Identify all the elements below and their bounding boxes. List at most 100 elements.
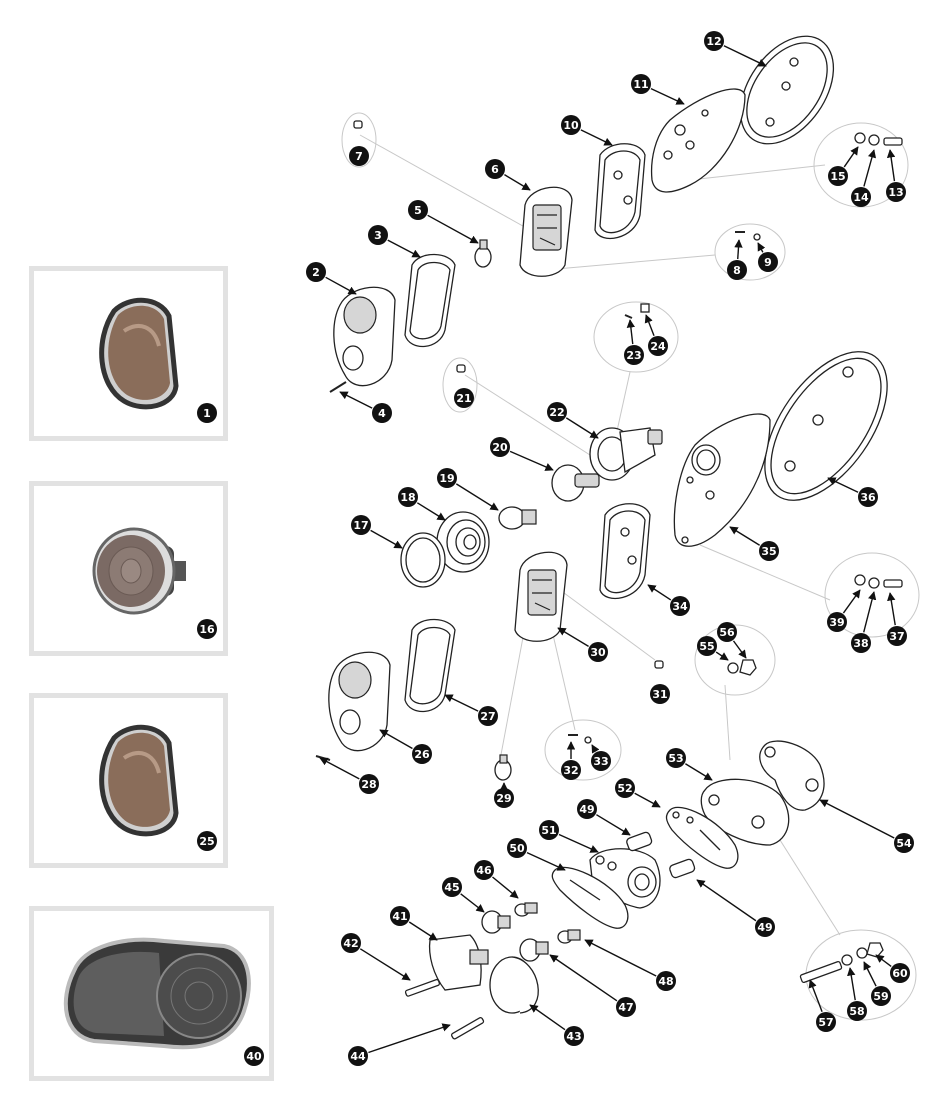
leader-line-54: [819, 799, 895, 839]
callout-marker: [398, 487, 418, 507]
callout-11: 11: [631, 74, 651, 94]
callout-58: 58: [847, 1001, 867, 1021]
oval-rear-lamp-photo-icon: [63, 937, 251, 1050]
part-32-33: [568, 734, 592, 744]
callout-marker: [197, 619, 217, 639]
leader-line-34: [647, 584, 672, 601]
callout-56: 56: [717, 622, 737, 642]
callout-26: 26: [412, 744, 432, 764]
callout-label: 29: [496, 792, 511, 805]
leader-line-52: [634, 792, 661, 808]
callout-label: 55: [699, 640, 714, 653]
part-8-9-screws: [735, 231, 761, 241]
callout-label: 40: [246, 1050, 262, 1063]
callout-32: 32: [561, 760, 581, 780]
callout-48: 48: [656, 971, 676, 991]
part-52-bracket: [665, 806, 739, 869]
callouts: 1234567891011121314151617181920212223242…: [197, 31, 914, 1066]
callout-marker: [847, 1001, 867, 1021]
leader-line-23: [626, 319, 636, 345]
callout-label: 18: [400, 491, 415, 504]
callout-marker: [306, 262, 326, 282]
callout-marker: [485, 159, 505, 179]
leader-line-41: [408, 921, 438, 941]
callout-label: 52: [617, 782, 632, 795]
part-11-plinth: [650, 88, 746, 193]
callout-27: 27: [478, 706, 498, 726]
callout-marker: [494, 788, 514, 808]
callout-label: 45: [444, 881, 459, 894]
callout-label: 20: [492, 441, 508, 454]
callout-label: 14: [853, 191, 869, 204]
callout-marker: [894, 833, 914, 853]
callout-label: 42: [343, 937, 358, 950]
callout-marker: [704, 31, 724, 51]
callout-marker: [507, 838, 527, 858]
callout-marker: [348, 1046, 368, 1066]
callout-label: 37: [889, 630, 904, 643]
callout-marker: [816, 1012, 836, 1032]
callout-label: 1: [203, 407, 211, 420]
part-37-39-hardware: [854, 574, 903, 589]
callout-marker: [615, 778, 635, 798]
callout-45: 45: [442, 877, 462, 897]
callout-label: 13: [888, 186, 903, 199]
leader-line-9: [757, 242, 766, 253]
callout-label: 47: [618, 1001, 633, 1014]
callout-label: 24: [650, 340, 666, 353]
leader-line-37: [887, 592, 896, 626]
leader-line-47: [549, 954, 618, 1002]
amber-side-lamp-photo-icon: [99, 297, 179, 410]
callout-label: 22: [549, 406, 564, 419]
callout-marker: [341, 933, 361, 953]
callout-label: 17: [353, 519, 368, 532]
callout-label: 51: [541, 824, 556, 837]
callout-marker: [887, 626, 907, 646]
callout-9: 9: [758, 252, 778, 272]
callout-51: 51: [539, 820, 559, 840]
callout-label: 5: [414, 204, 422, 217]
callout-marker: [666, 748, 686, 768]
part-17-ring: [400, 532, 446, 588]
callout-marker: [656, 971, 676, 991]
callout-marker: [454, 388, 474, 408]
part-20-holder: [551, 464, 600, 502]
callout-6: 6: [485, 159, 505, 179]
part-21-small-item: [456, 364, 466, 373]
leader-line-45: [460, 893, 485, 913]
leader-line-43: [529, 1004, 566, 1031]
callout-label: 36: [860, 491, 876, 504]
leader-line-53: [685, 763, 713, 781]
part-10-gasket: [594, 143, 646, 239]
callout-label: 15: [830, 170, 845, 183]
part-48-holder: [557, 929, 581, 944]
callout-label: 49: [579, 803, 594, 816]
callout-marker: [390, 906, 410, 926]
amber-side-lamp-photo-icon: [99, 724, 179, 837]
callout-33: 33: [591, 751, 611, 771]
part-5-bulb: [474, 239, 492, 268]
callout-36: 36: [858, 487, 878, 507]
part-54-bracket: [759, 740, 825, 811]
leader-line-10: [580, 129, 613, 146]
leader-line-19: [455, 483, 499, 511]
part-35-plinth: [673, 413, 771, 547]
callout-label: 49: [757, 921, 772, 934]
callout-marker: [547, 402, 567, 422]
callout-50: 50: [507, 838, 527, 858]
callout-34: 34: [670, 596, 690, 616]
callout-24: 24: [648, 336, 668, 356]
callout-label: 39: [829, 616, 844, 629]
callout-label: 43: [566, 1030, 581, 1043]
part-23-24: [624, 303, 650, 319]
callout-marker: [561, 760, 581, 780]
leader-line-51: [558, 833, 599, 853]
callout-label: 19: [439, 472, 454, 485]
callout-label: 7: [355, 150, 363, 163]
part-30-base: [514, 551, 568, 642]
callout-marker: [349, 146, 369, 166]
leader-line-33: [591, 744, 600, 754]
callout-marker: [886, 182, 906, 202]
callout-31: 31: [650, 684, 670, 704]
callout-marker: [351, 515, 371, 535]
